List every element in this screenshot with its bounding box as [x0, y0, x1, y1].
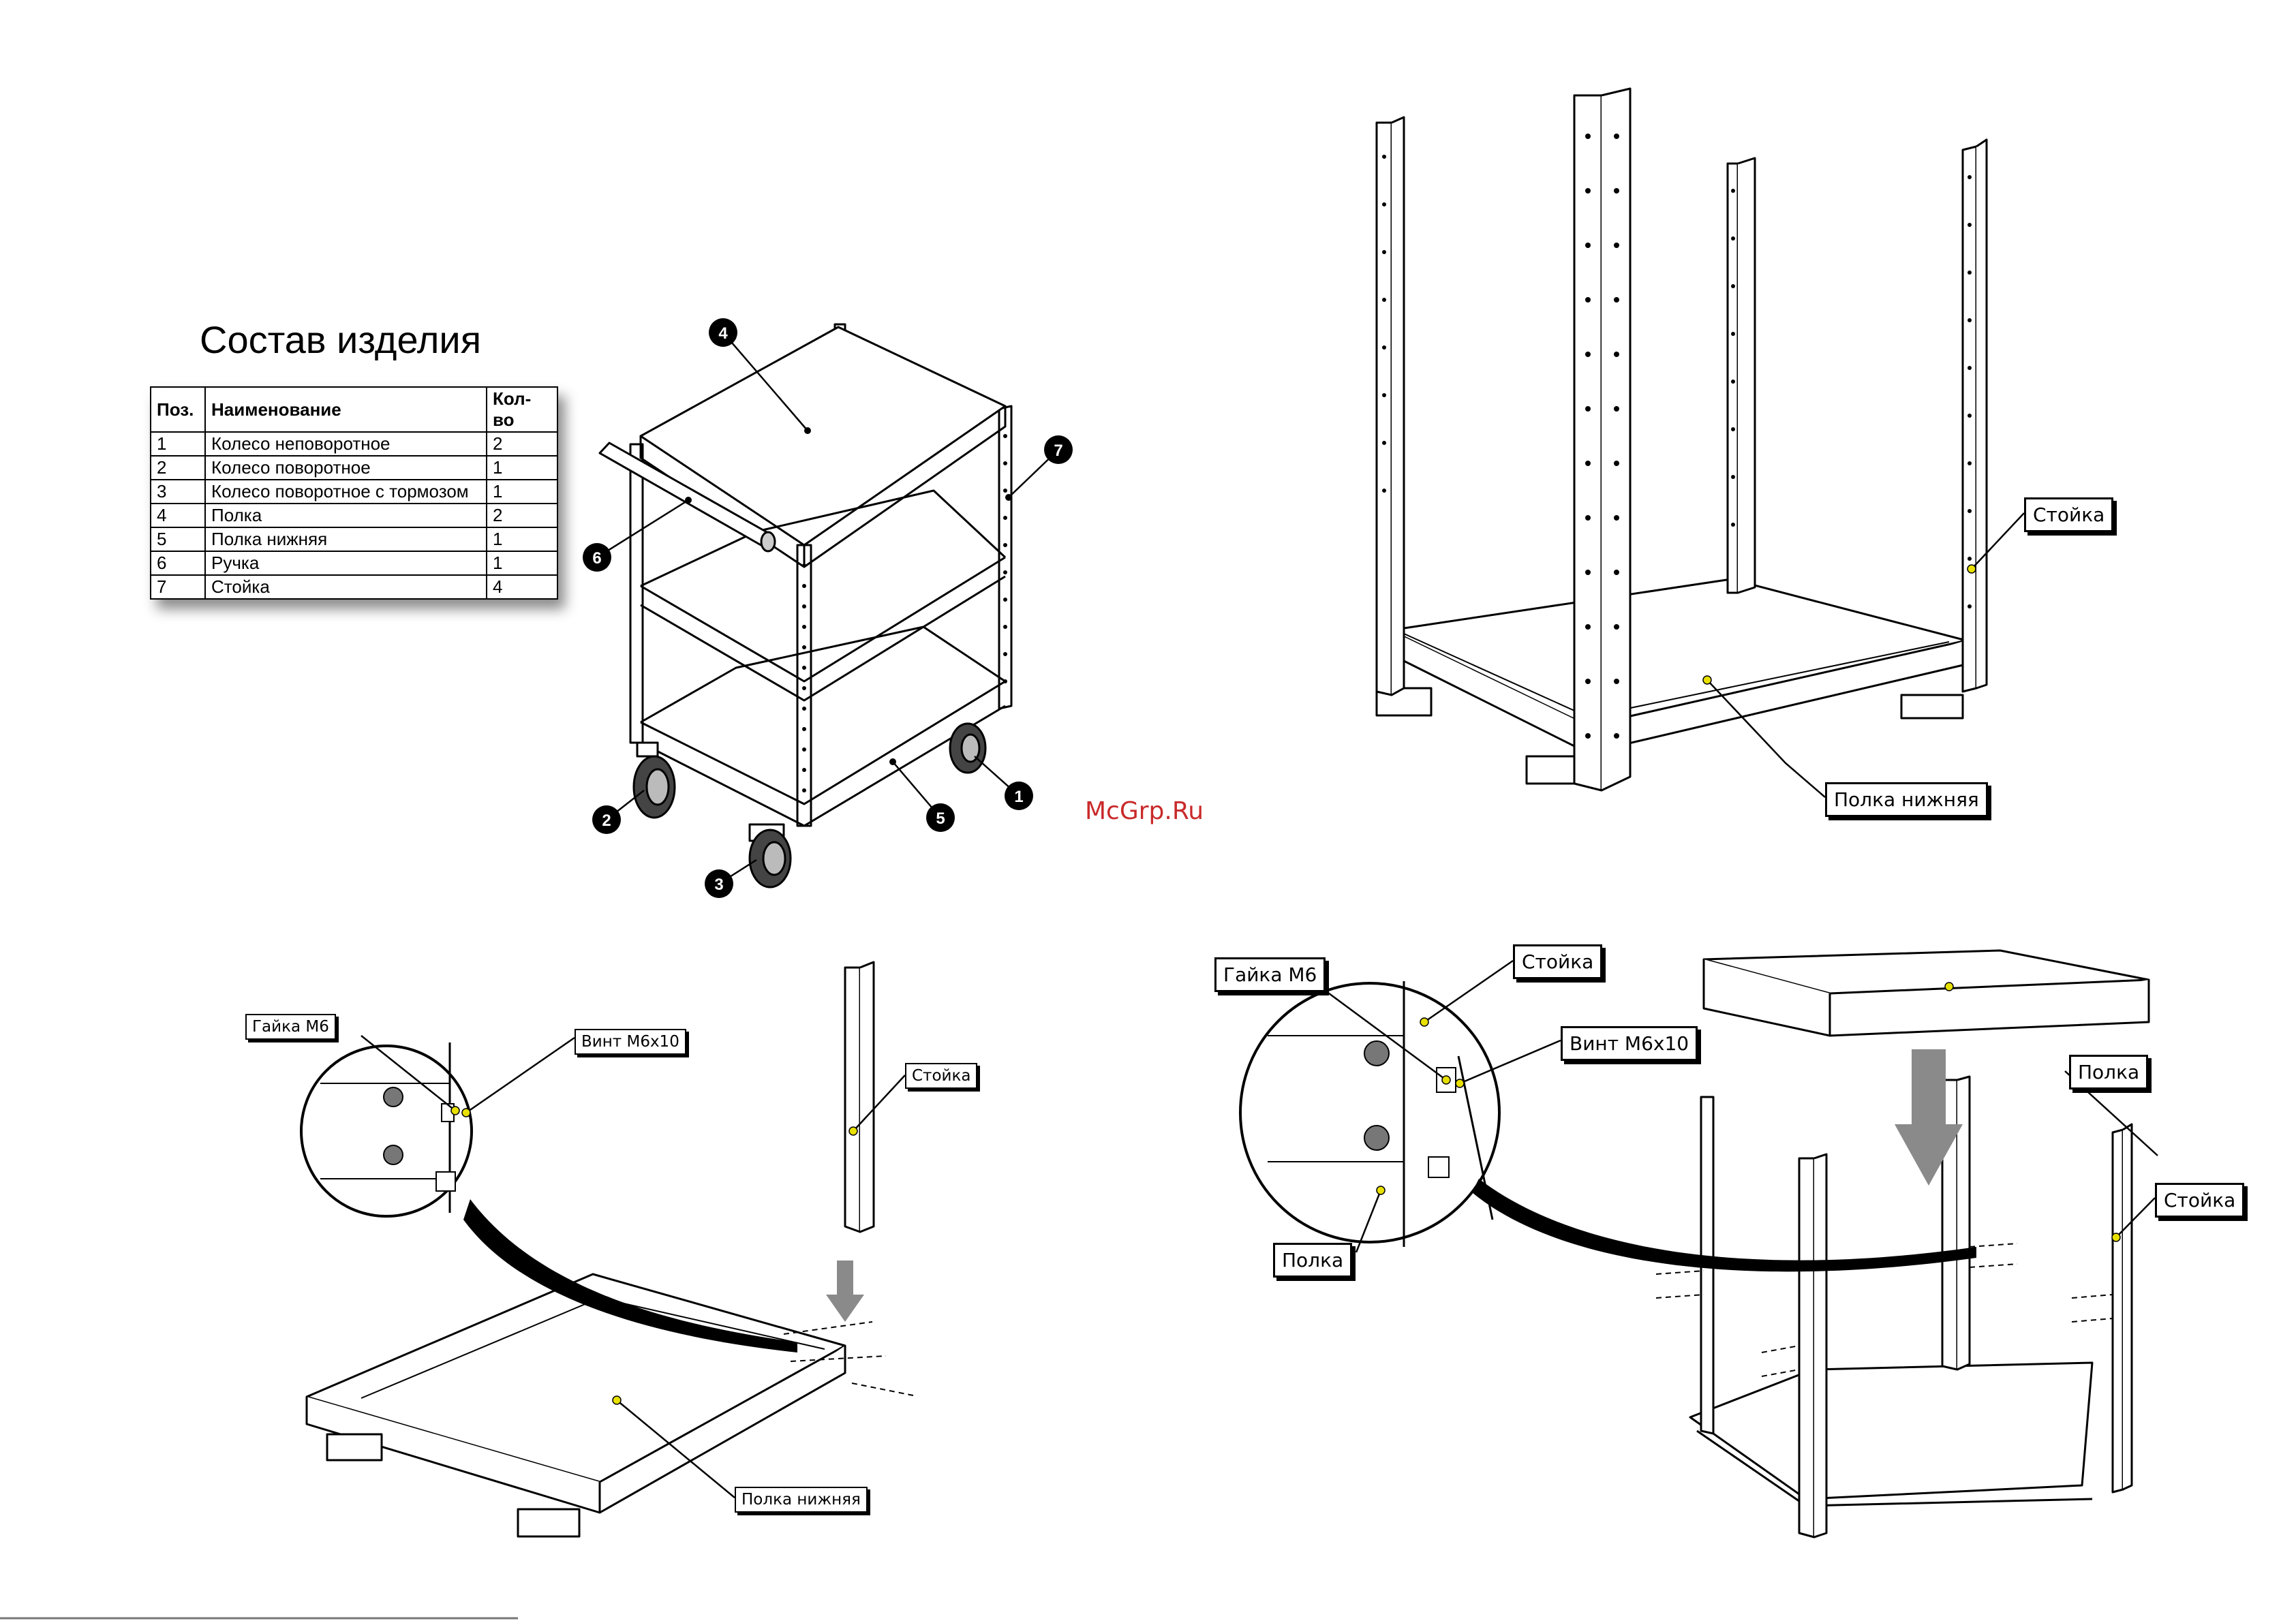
callout-post: Стойка [2024, 497, 2113, 532]
callout-post: Стойка [2155, 1183, 2244, 1218]
callout-lower-shelf: Полка нижняя [1825, 782, 1988, 817]
bottom-right-assembly [1690, 950, 2149, 1537]
bottom-left-detail [301, 1042, 472, 1216]
cart-top-shelf [641, 327, 1005, 545]
bottom-right-detail-band [1472, 1179, 1976, 1271]
cart-illustration [600, 324, 1011, 887]
callout-lower-shelf: Полка нижняя [735, 1487, 868, 1513]
callout-shelf: Полка [2069, 1055, 2148, 1089]
bottom-right-detail [1240, 981, 1499, 1247]
callout-nut: Гайка М6 [1214, 957, 1326, 992]
cart-marker-1: 1 [1005, 782, 1033, 810]
frame-with-lower-shelf [1377, 89, 1987, 790]
callout-post-detail: Стойка [1513, 944, 1602, 979]
cart-marker-6: 6 [583, 543, 611, 572]
cart-wheel-2 [634, 743, 675, 818]
svg-text:7: 7 [1054, 442, 1062, 460]
svg-text:6: 6 [592, 549, 601, 568]
cart-marker-4: 4 [709, 318, 737, 347]
svg-text:5: 5 [936, 809, 945, 828]
cart-marker-7: 7 [1044, 435, 1073, 464]
callout-post: Стойка [905, 1063, 977, 1089]
svg-text:3: 3 [714, 876, 723, 894]
callout-nut: Гайка М6 [245, 1014, 336, 1040]
svg-text:2: 2 [602, 812, 611, 830]
cart-post-back-left [630, 444, 643, 743]
callout-shelf-detail: Полка [1273, 1243, 1352, 1278]
svg-text:1: 1 [1014, 788, 1023, 806]
svg-text:4: 4 [718, 324, 728, 343]
callout-screw: Винт М6х10 [1561, 1026, 1698, 1061]
cart-middle-shelf [641, 557, 1005, 681]
bottom-left-post [845, 968, 860, 1232]
callout-screw: Винт М6х10 [575, 1029, 686, 1055]
cart-marker-3: 3 [705, 869, 733, 898]
down-arrow [826, 1261, 864, 1322]
cart-wheel-3 [750, 824, 791, 887]
cart-marker-2: 2 [592, 805, 621, 834]
cart-wheel-1 [950, 724, 985, 773]
lower-shelf-tray [307, 1274, 845, 1482]
cart-marker-5: 5 [926, 803, 955, 832]
